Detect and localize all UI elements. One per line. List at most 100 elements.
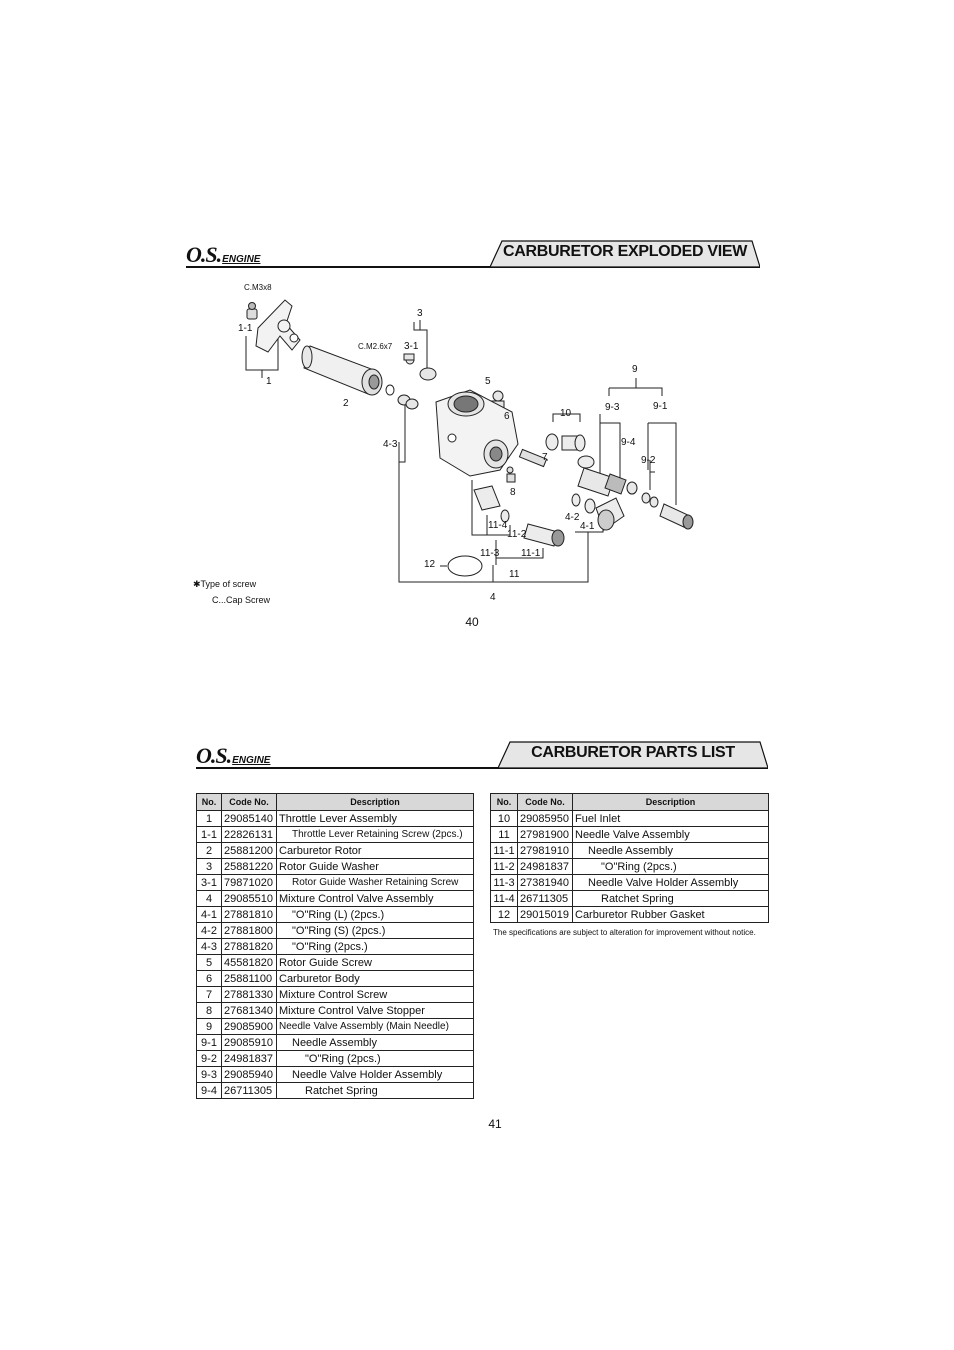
code-number: 27381940 bbox=[517, 874, 573, 891]
section-banner-top: CARBURETOR EXPLODED VIEW bbox=[490, 240, 760, 268]
part-number: 9 bbox=[196, 1018, 222, 1035]
code-number: 26711305 bbox=[517, 890, 573, 907]
code-number: 29085510 bbox=[221, 890, 277, 907]
code-number: 24981837 bbox=[517, 858, 573, 875]
header-rule-top bbox=[186, 266, 760, 268]
label-8: 8 bbox=[510, 487, 516, 498]
code-number: 25881220 bbox=[221, 858, 277, 875]
part-number: 4 bbox=[196, 890, 222, 907]
header-code: Code No. bbox=[517, 793, 573, 811]
part-description: Needle Valve Assembly bbox=[572, 826, 769, 843]
part-number: 6 bbox=[196, 970, 222, 987]
header-code: Code No. bbox=[221, 793, 277, 811]
label-cm26x7: C.M2.6x7 bbox=[358, 342, 393, 351]
label-4-3: 4-3 bbox=[383, 439, 398, 450]
label-12: 12 bbox=[424, 559, 436, 570]
label-10: 10 bbox=[560, 408, 572, 419]
section-title: CARBURETOR PARTS LIST bbox=[531, 744, 735, 761]
label-6: 6 bbox=[504, 411, 510, 422]
cap-screw-note: C...Cap Screw bbox=[212, 595, 271, 605]
screw-type-title: Type of screw bbox=[200, 579, 257, 589]
part-description: "O"Ring (2pcs.) bbox=[572, 858, 769, 875]
label-9-4: 9-4 bbox=[621, 437, 636, 448]
asterisk-icon: ✱ bbox=[193, 579, 201, 589]
label-5: 5 bbox=[485, 376, 491, 387]
part-number: 1 bbox=[196, 810, 222, 827]
part-description: Mixture Control Valve Stopper bbox=[276, 1002, 474, 1019]
label-3: 3 bbox=[417, 308, 423, 319]
part-description: Mixture Control Valve Assembly bbox=[276, 890, 474, 907]
part-description: Rotor Guide Screw bbox=[276, 954, 474, 971]
part-number: 9-3 bbox=[196, 1066, 222, 1083]
part-description: "O"Ring (L) (2pcs.) bbox=[276, 906, 474, 923]
code-number: 22826131 bbox=[221, 826, 277, 843]
header-description: Description bbox=[276, 793, 474, 811]
label-11-3: 11-3 bbox=[480, 548, 500, 559]
part-description: Throttle Lever Assembly bbox=[276, 810, 474, 827]
part-description: Ratchet Spring bbox=[572, 890, 769, 907]
part-number: 9-2 bbox=[196, 1050, 222, 1067]
code-number: 29085900 bbox=[221, 1018, 277, 1035]
code-number: 29085940 bbox=[221, 1066, 277, 1083]
part-number: 11-3 bbox=[490, 874, 518, 891]
logo-main-text: O.S. bbox=[186, 242, 222, 267]
part-number: 11-2 bbox=[490, 858, 518, 875]
part-number: 11 bbox=[490, 826, 518, 843]
section-banner-bottom: CARBURETOR PARTS LIST bbox=[498, 741, 768, 769]
part-description: Needle Valve Holder Assembly bbox=[276, 1066, 474, 1083]
part-description: Needle Assembly bbox=[276, 1034, 474, 1051]
disclaimer-text: The specifications are subject to altera… bbox=[493, 928, 756, 937]
os-engine-logo-bottom: O.S.ENGINE bbox=[196, 743, 270, 769]
code-number: 25881100 bbox=[221, 970, 277, 987]
label-1: 1 bbox=[266, 376, 272, 387]
part-description: "O"Ring (2pcs.) bbox=[276, 1050, 474, 1067]
code-number: 29085950 bbox=[517, 810, 573, 827]
label-3-1: 3-1 bbox=[404, 341, 419, 352]
part-number: 4-2 bbox=[196, 922, 222, 939]
label-11-2: 11-2 bbox=[507, 529, 527, 540]
part-description: Throttle Lever Retaining Screw (2pcs.) bbox=[276, 826, 474, 843]
code-number: 27881330 bbox=[221, 986, 277, 1003]
label-11: 11 bbox=[509, 569, 520, 580]
part-description: "O"Ring (S) (2pcs.) bbox=[276, 922, 474, 939]
code-number: 26711305 bbox=[221, 1082, 277, 1099]
code-number: 27981900 bbox=[517, 826, 573, 843]
table-header-row: No. Code No. Description bbox=[490, 793, 769, 811]
table-header-row: No. Code No. Description bbox=[196, 793, 474, 811]
code-number: 27881820 bbox=[221, 938, 277, 955]
part-number: 4-3 bbox=[196, 938, 222, 955]
part-number: 3-1 bbox=[196, 874, 222, 891]
code-number: 29085910 bbox=[221, 1034, 277, 1051]
os-engine-logo-top: O.S.ENGINE bbox=[186, 242, 260, 268]
page-number-41: 41 bbox=[488, 1117, 502, 1131]
label-2: 2 bbox=[343, 398, 349, 409]
part-description: Carburetor Rotor bbox=[276, 842, 474, 859]
part-description: Needle Valve Assembly (Main Needle) bbox=[276, 1018, 474, 1035]
banner-shape bbox=[490, 240, 760, 268]
part-number: 12 bbox=[490, 906, 518, 923]
exploded-view-diagram bbox=[245, 299, 694, 583]
part-number: 1-1 bbox=[196, 826, 222, 843]
code-number: 45581820 bbox=[221, 954, 277, 971]
code-number: 25881200 bbox=[221, 842, 277, 859]
banner-shape bbox=[498, 741, 768, 769]
